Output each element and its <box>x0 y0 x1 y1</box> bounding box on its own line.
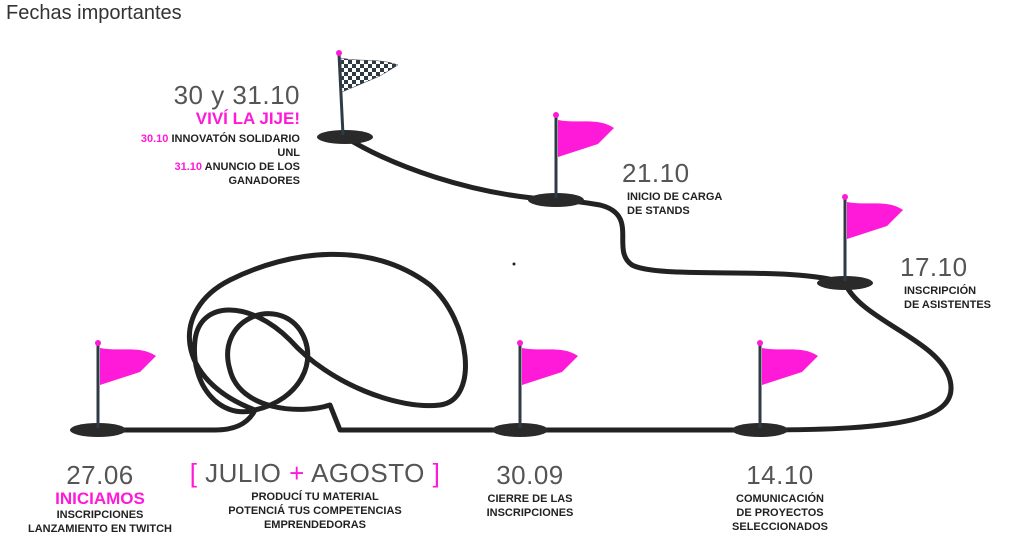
flag-m5 <box>817 194 903 290</box>
milestone-desc: 30.10 INNOVATÓN SOLIDARIO UNL 31.10 ANUN… <box>140 133 300 187</box>
milestone-title: VIVÍ LA JIJE! <box>195 109 300 128</box>
milestone-date: 17.10 <box>900 252 968 282</box>
milestone-date: 14.10 <box>746 460 814 490</box>
flag-m1 <box>70 340 156 437</box>
flag-m6 <box>528 112 614 207</box>
milestone-m7: 30 y 31.10 VIVÍ LA JIJE! 30.10 INNOVATÓN… <box>120 80 300 188</box>
page-title: Fechas importantes <box>6 2 182 24</box>
milestone-date: 21.10 <box>622 158 690 188</box>
milestone-date: 30.09 <box>496 460 564 490</box>
flag-m7-checkered <box>317 50 399 144</box>
dot <box>512 262 516 266</box>
milestone-date: 27.06 <box>66 460 134 490</box>
flag-m3 <box>492 340 578 437</box>
flag-m4 <box>732 340 818 437</box>
milestone-title: INICIAMOS <box>55 489 145 508</box>
milestone-date: [ JULIO + AGOSTO ] <box>189 458 441 488</box>
route-path <box>95 134 954 433</box>
milestone-date: 30 y 31.10 <box>173 80 300 110</box>
